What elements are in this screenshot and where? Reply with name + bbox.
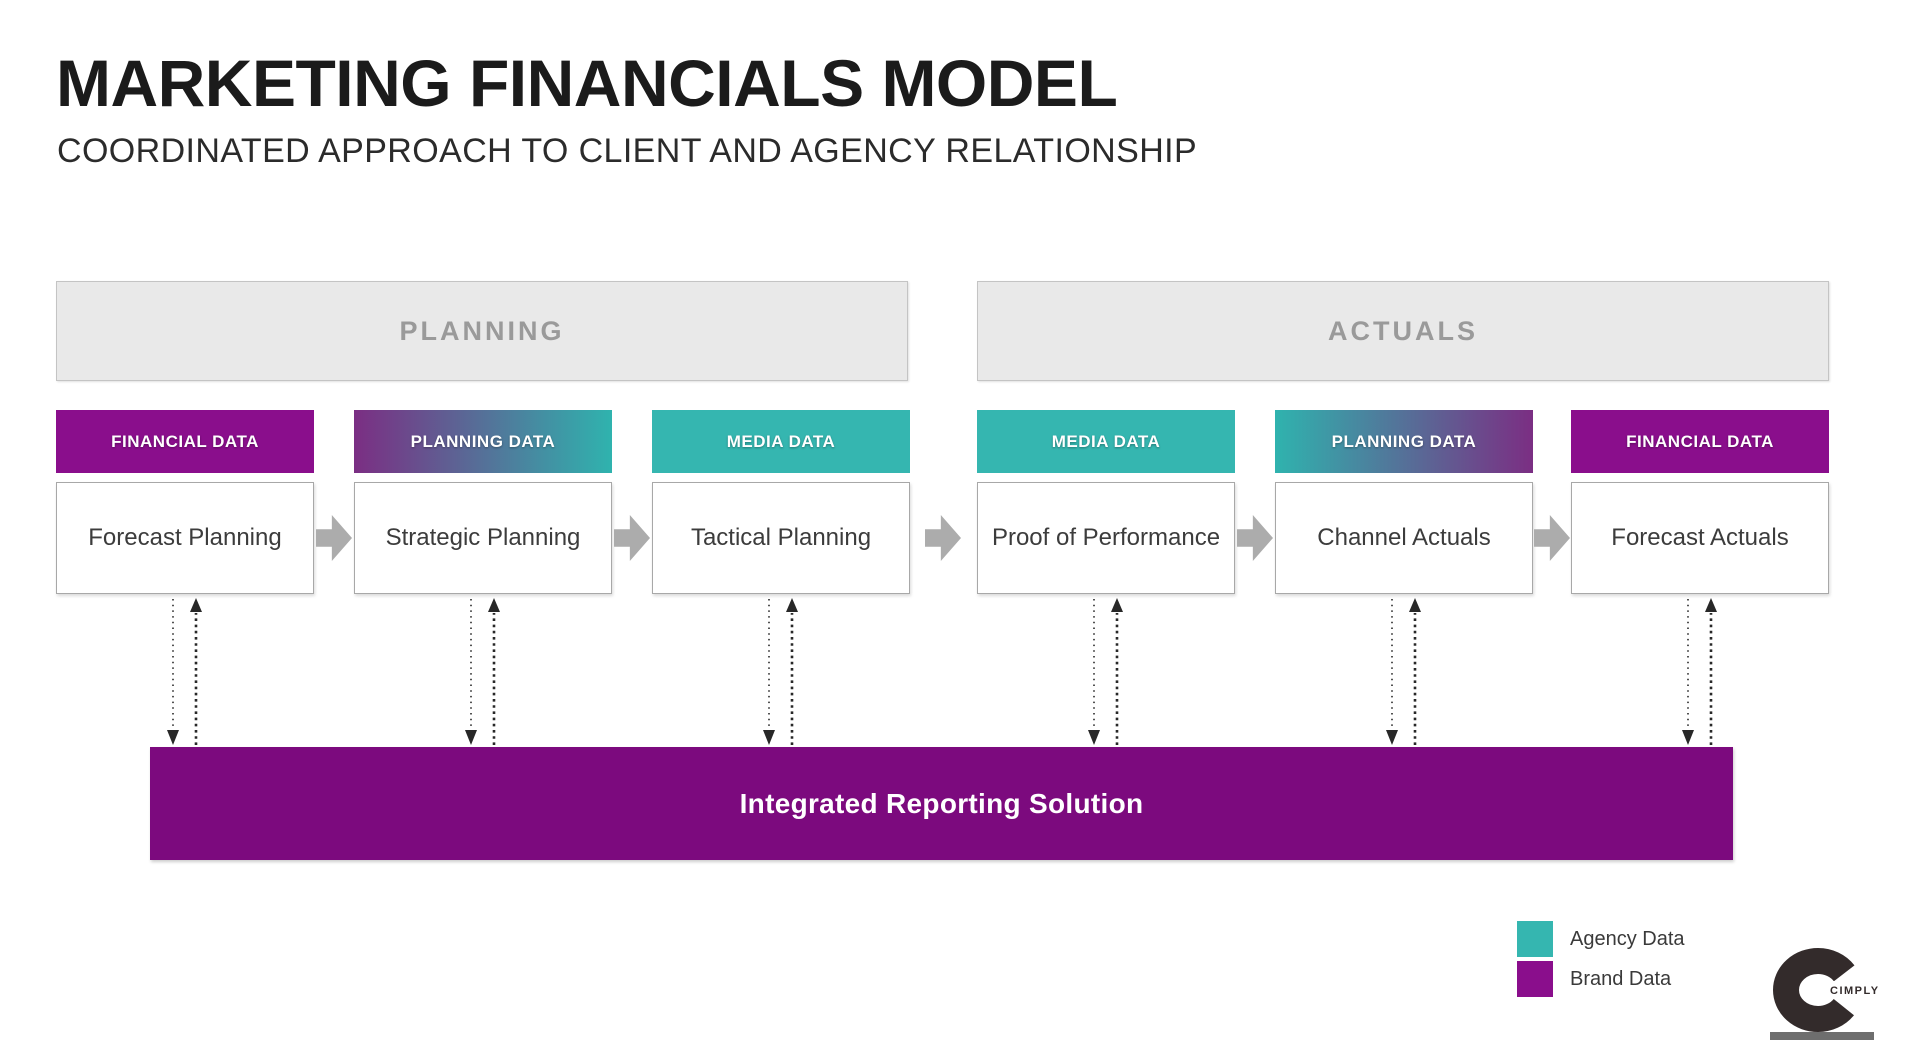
page-subtitle: COORDINATED APPROACH TO CLIENT AND AGENC… [57, 132, 1198, 170]
dotted-updown-arrow-icon [1682, 598, 1717, 745]
phase-header-planning: PLANNING [56, 281, 908, 381]
data-tag-planning-right: PLANNING DATA [1275, 410, 1533, 473]
data-tag-media-left: MEDIA DATA [652, 410, 910, 473]
dotted-updown-arrow-icon [465, 598, 500, 745]
flow-arrow-icon [925, 515, 961, 561]
flow-arrow-icon [1237, 515, 1273, 561]
dotted-updown-arrow-icon [763, 598, 798, 745]
data-tag-media-right: MEDIA DATA [977, 410, 1235, 473]
integrated-reporting-bar: Integrated Reporting Solution [150, 747, 1733, 860]
logo-wordmark: CIMPLY [1830, 985, 1880, 997]
logo-underline [1770, 1032, 1874, 1040]
page-title: MARKETING FINANCIALS MODEL [56, 46, 1118, 120]
data-tag-planning-left: PLANNING DATA [354, 410, 612, 473]
process-box-forecast-planning: Forecast Planning [56, 482, 314, 594]
phase-header-actuals-label: ACTUALS [1328, 315, 1478, 346]
data-tag-financial-right: FINANCIAL DATA [1571, 410, 1829, 473]
agency-data-swatch-icon [1517, 921, 1553, 957]
dotted-updown-arrow-icon [1386, 598, 1421, 745]
phase-header-planning-label: PLANNING [399, 315, 565, 346]
legend-item-agency: Agency Data [1517, 921, 1685, 957]
dotted-updown-arrow-icon [167, 598, 202, 745]
legend-label-brand: Brand Data [1570, 967, 1672, 990]
legend: Agency Data Brand Data [1517, 921, 1685, 1001]
process-box-proof-of-performance: Proof of Performance [977, 482, 1235, 594]
process-box-tactical-planning: Tactical Planning [652, 482, 910, 594]
brand-data-swatch-icon [1517, 961, 1553, 997]
process-box-forecast-actuals: Forecast Actuals [1571, 482, 1829, 594]
logo-c-icon [1773, 948, 1863, 1032]
data-tag-financial-left: FINANCIAL DATA [56, 410, 314, 473]
flow-arrow-icon [316, 515, 352, 561]
flow-arrow-icon [614, 515, 650, 561]
legend-item-brand: Brand Data [1517, 961, 1685, 997]
cimply-logo: CIMPLY [1770, 948, 1884, 1040]
phase-header-actuals: ACTUALS [977, 281, 1829, 381]
flow-arrow-icon [1534, 515, 1570, 561]
integrated-reporting-label: Integrated Reporting Solution [739, 787, 1144, 819]
legend-label-agency: Agency Data [1570, 927, 1685, 950]
dotted-updown-arrow-icon [1088, 598, 1123, 745]
process-box-channel-actuals: Channel Actuals [1275, 482, 1533, 594]
process-box-strategic-planning: Strategic Planning [354, 482, 612, 594]
